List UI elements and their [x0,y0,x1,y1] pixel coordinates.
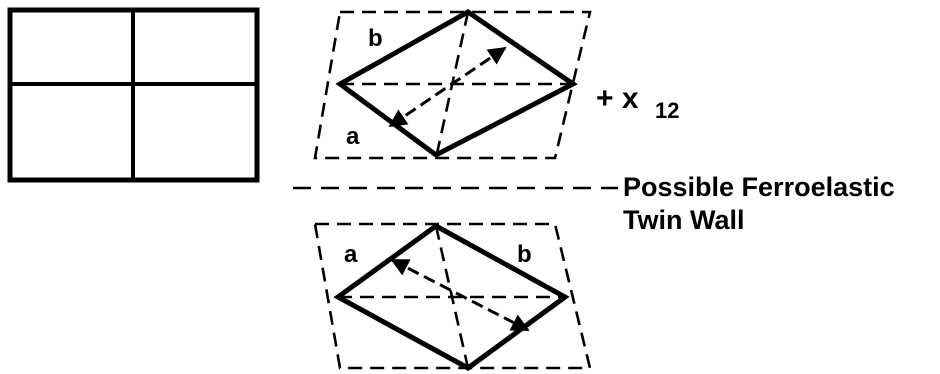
strain-label: + x 12 [596,82,679,123]
twin-wall-label-line1: Possible Ferroelastic [623,172,895,202]
top-label-b: b [368,25,383,52]
top-dashed-parallelogram [313,10,592,160]
bottom-label-b: b [517,241,532,268]
strain-label-subscript: 12 [655,98,679,123]
twin-wall-label-line2: Twin Wall [623,205,745,235]
bottom-sheared-cell: a b [313,222,592,371]
bottom-label-a: a [344,241,358,268]
top-sheared-cell: b a [313,9,592,160]
bottom-dashed-parallelogram [313,222,592,370]
bottom-strain-arrow [390,258,530,332]
top-label-a: a [346,123,360,150]
square-lattice-grid [7,7,260,183]
strain-label-prefix: + x [596,82,639,115]
top-solid-rhombus [335,9,578,158]
top-strain-arrow [388,46,507,128]
